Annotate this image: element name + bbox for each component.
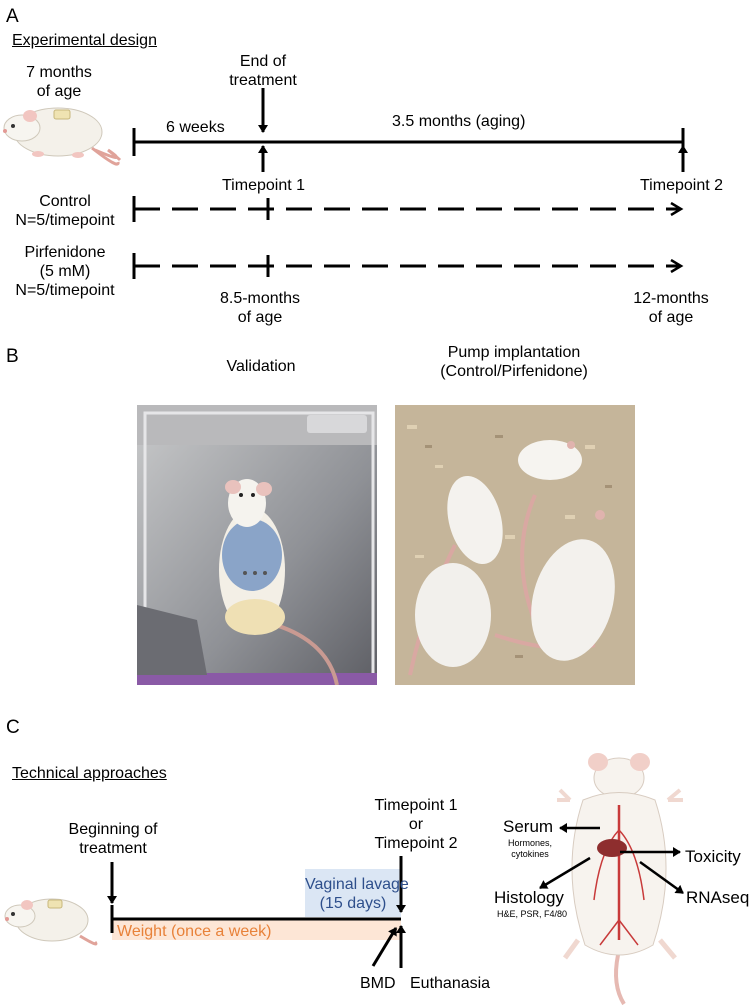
control-timeline bbox=[132, 196, 680, 222]
rnaseq-arrow bbox=[639, 860, 684, 895]
timepoint-2-label: Timepoint 2 bbox=[640, 177, 723, 194]
mouse-icon-a bbox=[3, 107, 122, 166]
euthanasia-label: Euthanasia bbox=[410, 975, 491, 992]
vaginal-lavage-band bbox=[305, 869, 401, 917]
panel-a-heading: Experimental design bbox=[12, 32, 157, 49]
weight-band bbox=[112, 919, 401, 940]
weight-label: Weight (once a week) bbox=[117, 923, 272, 940]
mouse-anatomy-illustration bbox=[557, 753, 683, 1006]
bmd-arrow bbox=[371, 927, 398, 967]
pirfenidone-group-label: Pirfenidone(5 mM)N=5/timepoint bbox=[15, 244, 115, 299]
rnaseq-label: RNAseq bbox=[686, 888, 750, 907]
panel-a-label: A bbox=[6, 6, 19, 27]
histology-sub-label: H&E, PSR, F4/80 bbox=[497, 909, 568, 919]
panel-c-label: C bbox=[6, 717, 20, 738]
histology-label: Histology bbox=[494, 888, 564, 907]
pump-title: Pump implantation(Control/Pirfenidone) bbox=[440, 344, 588, 380]
serum-label: Serum bbox=[503, 817, 554, 836]
toxicity-label: Toxicity bbox=[685, 847, 741, 866]
panel-c-heading: Technical approaches bbox=[12, 765, 167, 782]
pirfenidone-timeline bbox=[132, 253, 680, 279]
validation-photo bbox=[137, 405, 377, 685]
vaginal-lavage-label: Vaginal lavage(15 days) bbox=[305, 876, 409, 912]
bmd-label: BMD bbox=[360, 975, 396, 992]
histology-arrow bbox=[539, 856, 591, 890]
timepoint-1-label: Timepoint 1 bbox=[222, 177, 305, 194]
vaginal-lavage-box: Vaginal lavage(15 days) bbox=[305, 869, 409, 917]
validation-title: Validation bbox=[226, 358, 296, 375]
mouse-icon-c bbox=[4, 898, 98, 946]
timeline-c bbox=[110, 905, 401, 933]
duration-6-weeks: 6 weeks bbox=[166, 119, 225, 136]
duration-aging: 3.5 months (aging) bbox=[392, 113, 526, 130]
pump-implantation-photo bbox=[395, 405, 635, 685]
serum-sub-label: Hormones,cytokines bbox=[507, 838, 552, 859]
panel-b-label: B bbox=[6, 346, 19, 367]
